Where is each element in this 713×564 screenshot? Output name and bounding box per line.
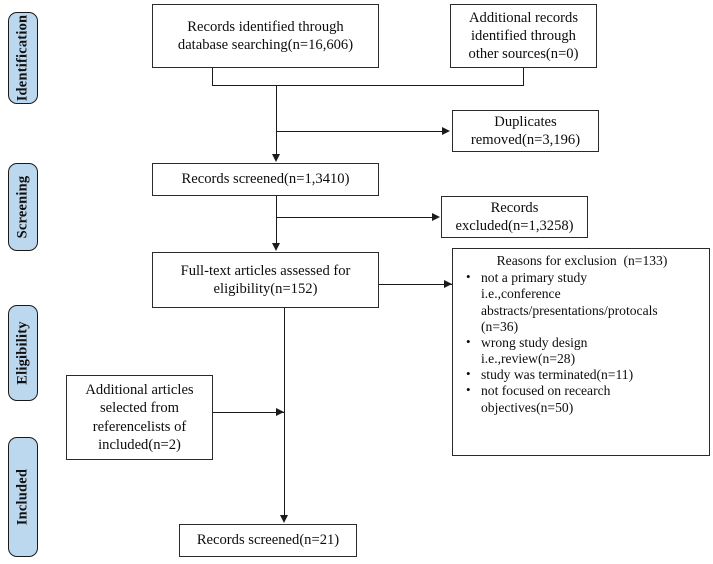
node-records-identified: Records identified through database sear…	[152, 4, 379, 68]
additional-records-line2: identified through	[471, 27, 576, 44]
stage-label-eligibility: Eligibility	[14, 321, 31, 385]
records-identified-line2: database searching(n=16,606)	[177, 37, 354, 53]
reasons-item: study was terminated(n=11)	[466, 366, 703, 383]
node-fulltext-assessed: Full-text articles assessed for eligibil…	[152, 252, 379, 308]
additional-articles-line1: Additional articles	[85, 382, 194, 399]
duplicates-removed-line1: Duplicates	[494, 113, 557, 130]
connector-screened-to-fulltext	[276, 196, 278, 244]
additional-articles-line2: selected from	[99, 400, 179, 417]
arrowhead-to-excluded	[432, 213, 440, 221]
node-records-excluded: Records excluded(n=1,3258)	[441, 196, 588, 238]
fulltext-assessed-line1: Full-text articles assessed for	[180, 262, 351, 279]
records-identified-line1: Records identified through	[187, 18, 344, 35]
connector-to-reasons	[379, 284, 452, 286]
arrowhead-to-reasons	[444, 280, 452, 288]
arrowhead-additional-articles-merge	[276, 408, 284, 416]
connector-additional-down	[523, 68, 525, 85]
stage-tab-screening: Screening	[8, 163, 38, 251]
reasons-item: wrong study design i.e.,review(n=28)	[466, 334, 703, 367]
stage-label-identification: Identification	[14, 14, 31, 102]
reasons-title: Reasons for exclusion (n=133)	[496, 253, 668, 268]
connector-trunk-to-screened	[276, 85, 278, 155]
stage-tab-eligibility: Eligibility	[8, 305, 38, 401]
arrowhead-to-included	[280, 515, 288, 523]
connector-to-duplicates	[276, 131, 442, 133]
node-duplicates-removed: Duplicates removed(n=3,196)	[452, 110, 599, 152]
node-additional-records: Additional records identified through ot…	[450, 4, 597, 68]
arrowhead-to-duplicates	[442, 127, 450, 135]
connector-fulltext-to-included	[284, 308, 286, 516]
arrowhead-to-screened	[272, 154, 280, 162]
records-excluded-line2: excluded(n=1,3258)	[455, 218, 574, 234]
connector-identified-down	[212, 68, 214, 85]
records-screened-line1: Records screened(n=1,3410)	[181, 171, 350, 188]
node-reasons-for-exclusion: Reasons for exclusion (n=133) not a prim…	[452, 248, 710, 456]
arrowhead-to-fulltext	[272, 243, 280, 251]
node-additional-articles: Additional articles selected from refere…	[66, 375, 213, 460]
stage-tab-included: Included	[8, 437, 38, 557]
reasons-item: not a primary study i.e.,conference abst…	[466, 269, 703, 335]
connector-additional-articles-merge	[213, 412, 284, 414]
stage-label-included: Included	[14, 468, 31, 526]
duplicates-removed-line2: removed(n=3,196)	[470, 132, 581, 148]
connector-merge-bar	[212, 85, 524, 87]
records-excluded-line1: Records	[490, 199, 539, 216]
stage-tab-identification: Identification	[8, 12, 38, 104]
records-included-line1: Records screened(n=21)	[196, 532, 340, 549]
node-records-screened: Records screened(n=1,3410)	[152, 163, 379, 196]
stage-label-screening: Screening	[14, 175, 31, 239]
node-records-included: Records screened(n=21)	[179, 524, 357, 557]
reasons-list: not a primary study i.e.,conference abst…	[459, 269, 703, 416]
connector-to-excluded	[276, 217, 432, 219]
additional-records-line3: other sources(n=0)	[468, 46, 579, 63]
additional-records-line1: Additional records	[468, 9, 579, 26]
fulltext-assessed-line2: eligibility(n=152)	[213, 281, 318, 297]
additional-articles-line4: included(n=2)	[98, 436, 181, 453]
additional-articles-line3: referencelists of	[92, 418, 187, 435]
reasons-item: not focused on recearch objectives(n=50)	[466, 382, 703, 415]
